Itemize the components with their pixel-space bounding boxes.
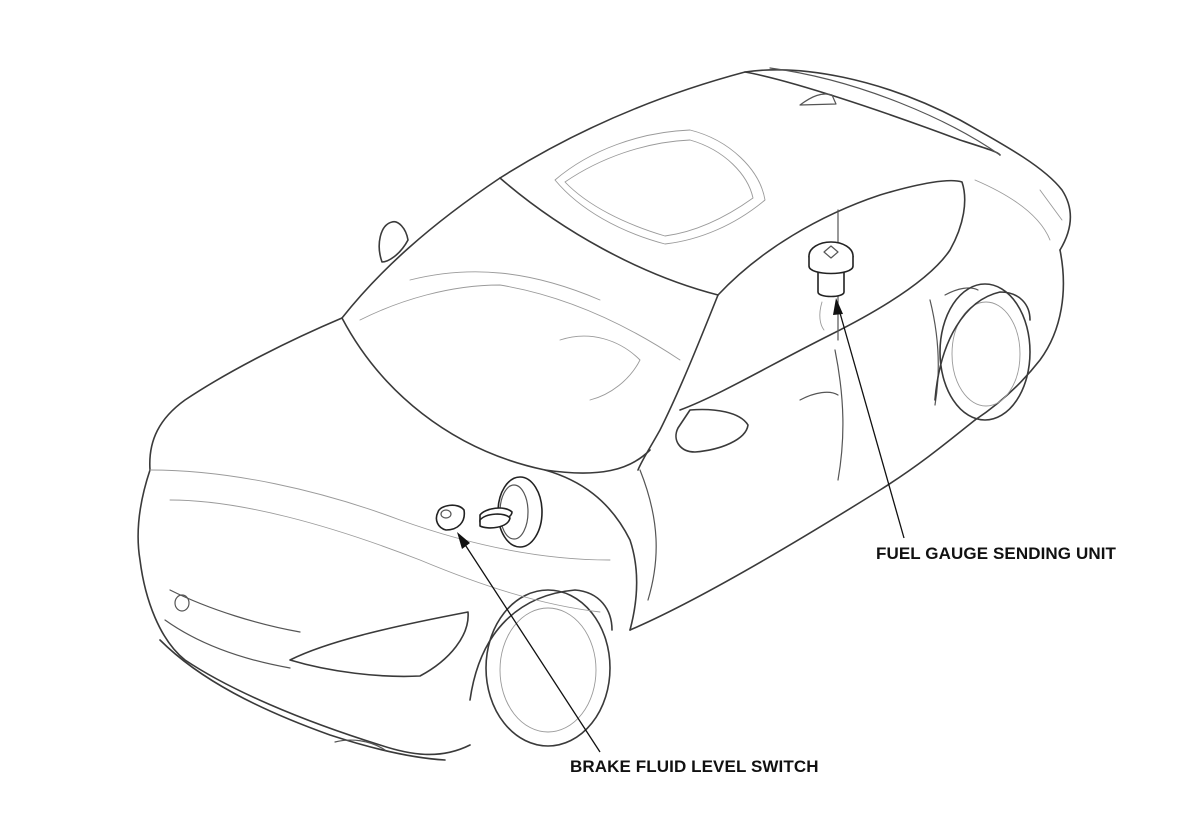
fuel-gauge-sending-unit-part: [808, 241, 854, 331]
fuel-gauge-leader: [833, 298, 905, 539]
interior-lines: [359, 129, 1063, 401]
front-wheel: [469, 589, 613, 747]
fuel-gauge-arrowhead: [833, 298, 843, 315]
car-body-outline: [137, 67, 1072, 761]
brake-fluid-level-switch-label: BRAKE FLUID LEVEL SWITCH: [570, 757, 819, 776]
front-details: [149, 469, 611, 751]
brake-fluid-level-switch-part: [435, 476, 543, 548]
brake-fluid-leader: [457, 532, 601, 753]
fuel-gauge-sending-unit-label: FUEL GAUGE SENDING UNIT: [876, 544, 1117, 563]
rear-wheel: [934, 283, 1031, 421]
brake-fluid-arrowhead: [457, 532, 470, 549]
